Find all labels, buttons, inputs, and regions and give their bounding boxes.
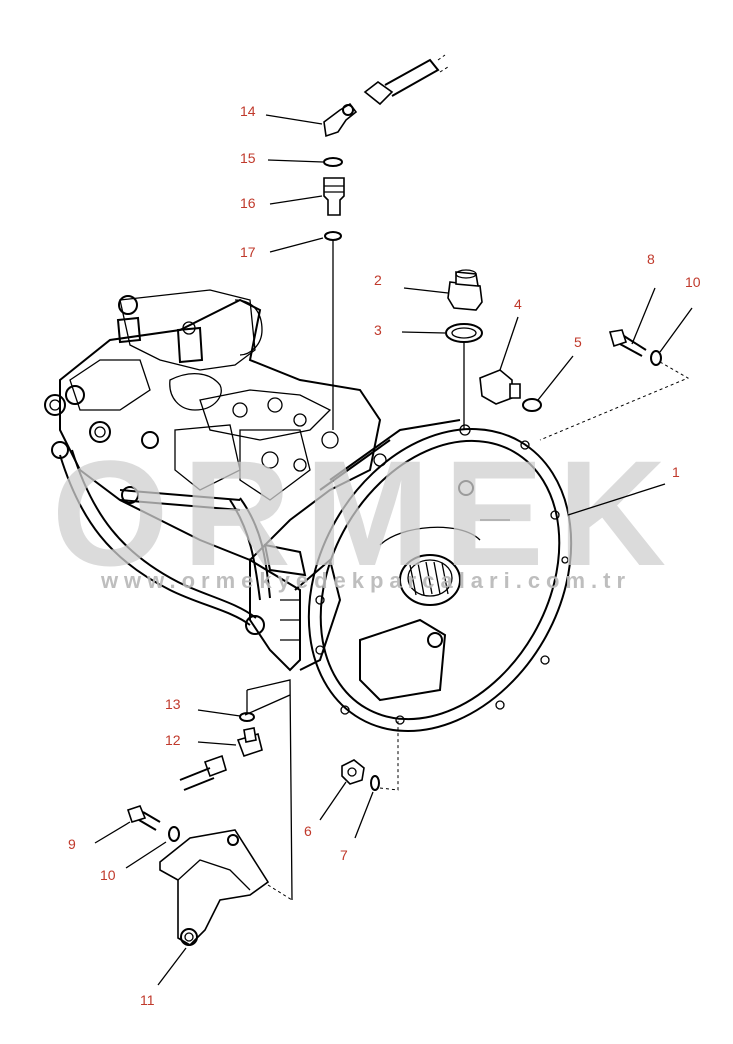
callout-5: 5	[574, 334, 582, 350]
part-12-elbow	[236, 727, 263, 758]
hydraulic-pump-assembly	[44, 289, 573, 732]
callout-7: 7	[340, 847, 348, 863]
callout-13: 13	[165, 696, 181, 712]
callout-9: 9	[68, 836, 76, 852]
part-9-bolt	[126, 805, 161, 831]
callout-10b: 10	[100, 867, 116, 883]
callout-11: 11	[140, 992, 155, 1008]
part-2-plug	[447, 269, 483, 311]
pipe-connector	[363, 54, 449, 106]
callout-8: 8	[647, 251, 655, 267]
callout-12: 12	[165, 732, 181, 748]
watermark-url: www.ormekyedekparcalari.com.tr	[100, 568, 631, 593]
part-15-o-ring	[323, 157, 343, 167]
callout-6: 6	[304, 823, 312, 839]
part-6-nut	[341, 759, 365, 785]
part-7-washer	[370, 775, 380, 791]
callout-2: 2	[374, 272, 382, 288]
watermark: ORMEK www.ormekyedekparcalari.com.tr	[52, 429, 680, 597]
leader-lines	[94, 114, 693, 986]
part-4-plug	[479, 369, 521, 405]
part-17-o-ring	[324, 231, 342, 241]
callout-14: 14	[240, 103, 256, 119]
part-16-adapter	[323, 177, 345, 216]
watermark-brand: ORMEK	[52, 429, 680, 597]
part-8-bolt	[608, 329, 647, 357]
part-10-washer-upper	[650, 350, 662, 366]
lower-pipe-connector	[179, 754, 227, 791]
part-5-o-ring	[522, 398, 542, 412]
callout-16: 16	[240, 195, 256, 211]
part-13-o-ring	[239, 712, 255, 722]
part-11-bracket	[159, 829, 293, 947]
callout-10a: 10	[685, 274, 701, 290]
part-10-washer-lower	[168, 826, 180, 842]
callout-labels: 14 15 16 17 2 3 4 5 8 10 1 13 12 9 10 6 …	[68, 103, 701, 1008]
callout-17: 17	[240, 244, 256, 260]
part-14-elbow-fitting	[323, 102, 358, 138]
callout-15: 15	[240, 150, 256, 166]
callout-3: 3	[374, 322, 382, 338]
callout-1: 1	[672, 464, 680, 480]
callout-4: 4	[514, 296, 522, 312]
